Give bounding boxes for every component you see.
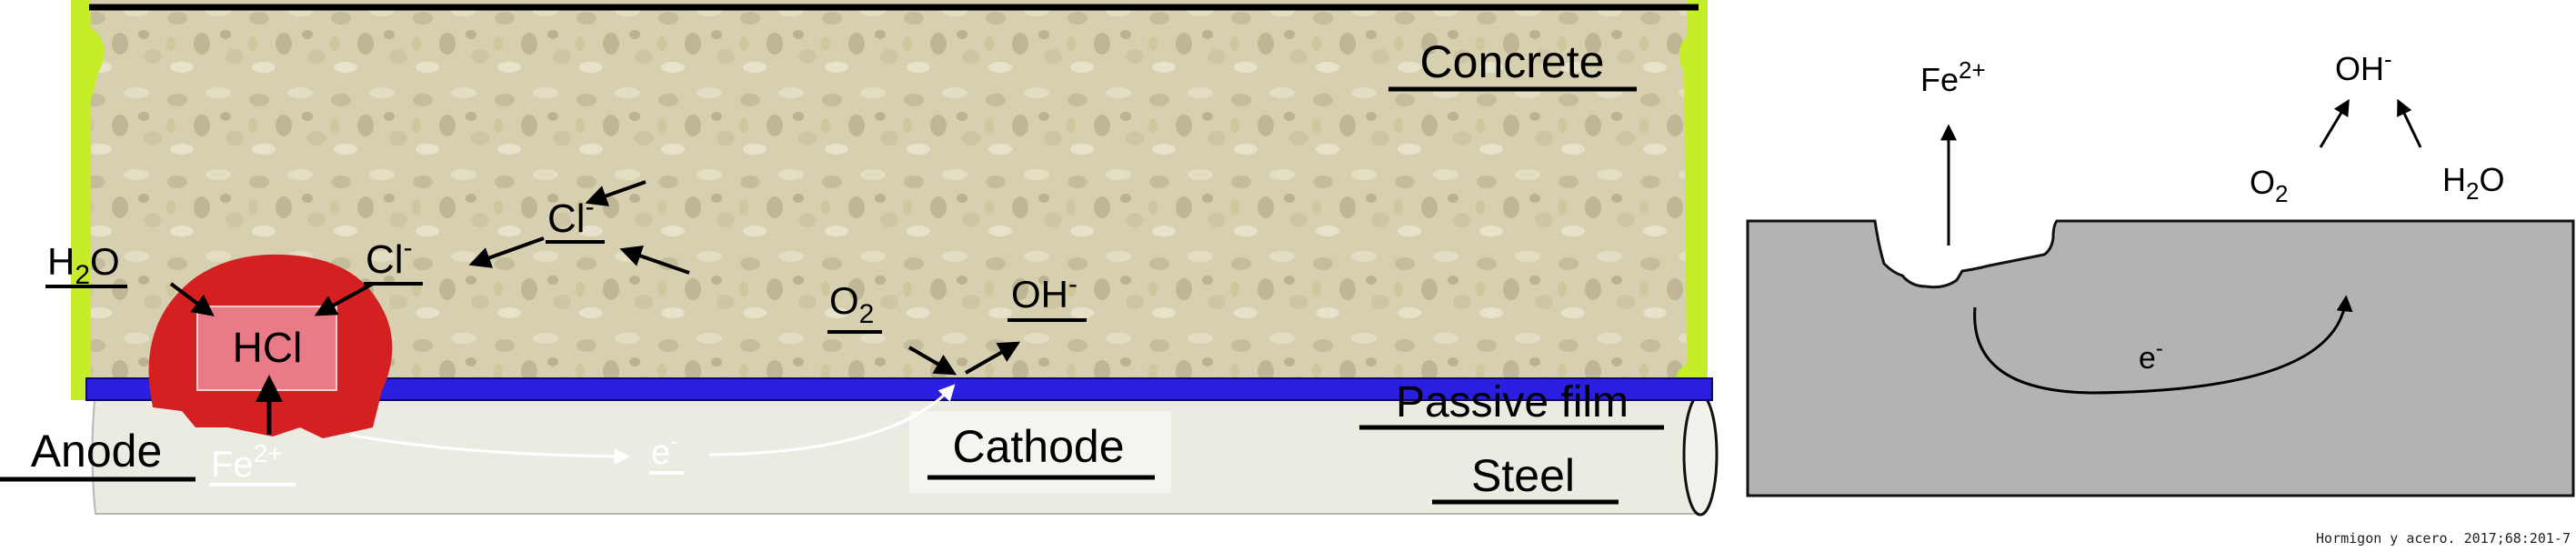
steel-bar [91, 390, 1701, 515]
label-electron-right: e- [2139, 336, 2163, 376]
right-green-edge [1676, 0, 1708, 382]
label-cl-mid: Cl- [547, 192, 595, 241]
metal-block [1746, 219, 2575, 497]
label-fe-ion-left: Fe2+ [211, 439, 283, 485]
label-h2o-right: H2O [2442, 161, 2504, 205]
label-h2o-left: H2O [47, 240, 120, 290]
electron-flow-path-2 [708, 384, 956, 457]
label-oh-left: OH- [1011, 269, 1078, 316]
label-o2-left: O2 [829, 279, 874, 329]
electron-flow-path [349, 433, 631, 465]
steel-bar-end [1682, 393, 1719, 517]
label-cathode: Cathode [952, 421, 1124, 472]
h2o-arrow [169, 282, 215, 316]
cl-arrow-left [314, 282, 374, 316]
left-green-edge [71, 0, 105, 400]
left-panel: Concrete Passive film Steel Anode Cathod… [0, 0, 1719, 517]
right-panel: Fe2+ OH- O2 H2O e- [1746, 45, 2575, 497]
o2-arrow [907, 346, 957, 376]
label-hcl: HCl [233, 324, 303, 371]
label-cl-left: Cl- [366, 233, 413, 282]
oh-arrow [965, 341, 1021, 375]
cl-arrow-to-concrete [468, 236, 545, 268]
label-oh-right: OH- [2335, 45, 2392, 87]
label-anode: Anode [31, 426, 163, 477]
label-electron-left: e- [651, 427, 678, 472]
cl-incoming-arrow-2 [619, 245, 690, 275]
label-fe-ion-right: Fe2+ [1920, 56, 1986, 98]
h2o-arrow-right [2397, 98, 2422, 148]
label-steel: Steel [1471, 450, 1575, 501]
label-concrete: Concrete [1420, 36, 1605, 87]
electron-curve [1973, 295, 2353, 395]
label-o2-right: O2 [2250, 164, 2288, 207]
o2-arrow-right [2319, 98, 2350, 148]
figure-credit: Hormigon y acero. 2017;68:201-7 [2316, 530, 2571, 547]
cl-incoming-arrow-1 [585, 180, 647, 206]
label-passive-film: Passive film [1396, 378, 1629, 427]
